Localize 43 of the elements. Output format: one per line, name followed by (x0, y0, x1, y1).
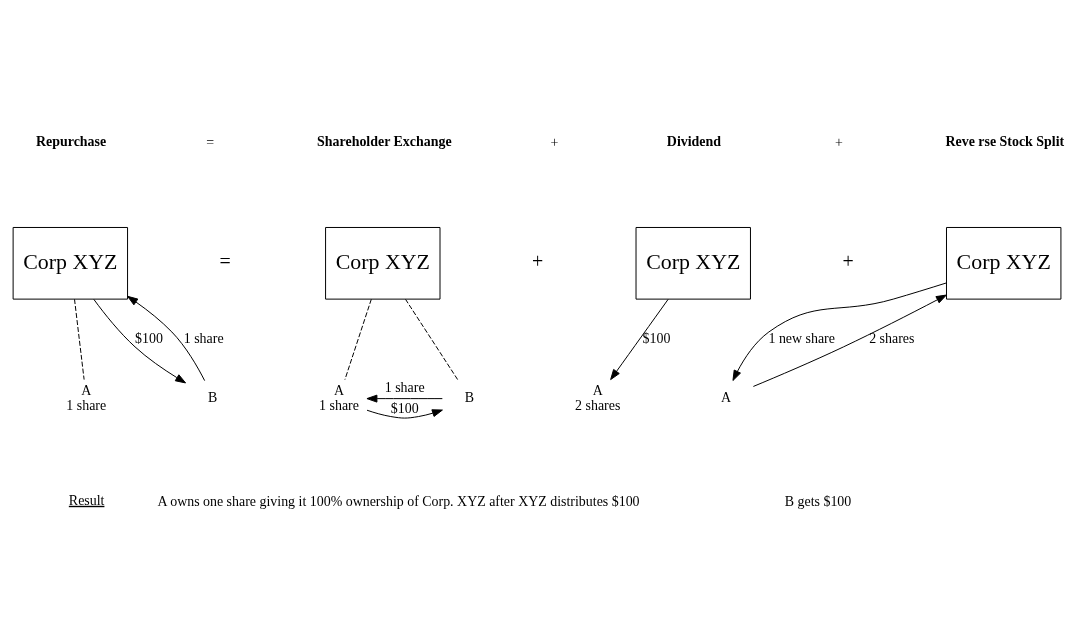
label: Dividend (666, 133, 722, 149)
node-text: A (721, 389, 732, 405)
edge-label: 1 new share (768, 330, 835, 346)
node-box: Corp XYZ (325, 226, 441, 300)
arrow (732, 282, 947, 381)
label: = (206, 134, 215, 150)
connector (344, 298, 372, 380)
label: Reve rse Stock Split (945, 133, 1065, 149)
label: A owns one share giving it 100% ownership of Corp. XYZ after XYZ distributes $100 (157, 493, 640, 509)
node-box: Corp XYZ (946, 226, 1062, 300)
edge-label: $100 (390, 400, 419, 416)
node-label: 1 share (319, 397, 359, 413)
label: Result (68, 492, 105, 508)
edge-label: 1 share (183, 330, 224, 346)
node-label: 1 share (66, 397, 107, 413)
node-box: Corp XYZ (635, 226, 751, 300)
label: + (532, 249, 544, 272)
connector (405, 298, 459, 381)
label: + (842, 249, 854, 272)
arrow (366, 394, 443, 403)
node-text: A (333, 382, 345, 398)
node-label: 2 shares (575, 397, 621, 413)
label: + (550, 134, 559, 150)
node-text: B (207, 389, 218, 405)
arrow (93, 298, 187, 383)
label: = (219, 249, 231, 272)
edge-label: 2 shares (869, 330, 915, 346)
node-text: B (464, 389, 475, 405)
connector (74, 298, 85, 380)
edge-label: $100 (135, 330, 163, 346)
node-text: A (592, 382, 603, 398)
node-box: Corp XYZ (12, 226, 129, 300)
arrow (366, 408, 443, 419)
arrow (610, 298, 669, 380)
arrow (127, 295, 206, 381)
edge-label: 1 share (384, 379, 425, 395)
arrow (752, 294, 947, 387)
label: + (835, 134, 843, 150)
label: B gets $100 (784, 493, 852, 509)
node-text: A (81, 382, 92, 398)
label: Repurchase (36, 133, 107, 149)
label: Shareholder Exchange (317, 133, 452, 149)
edge-label: $100 (642, 330, 671, 346)
